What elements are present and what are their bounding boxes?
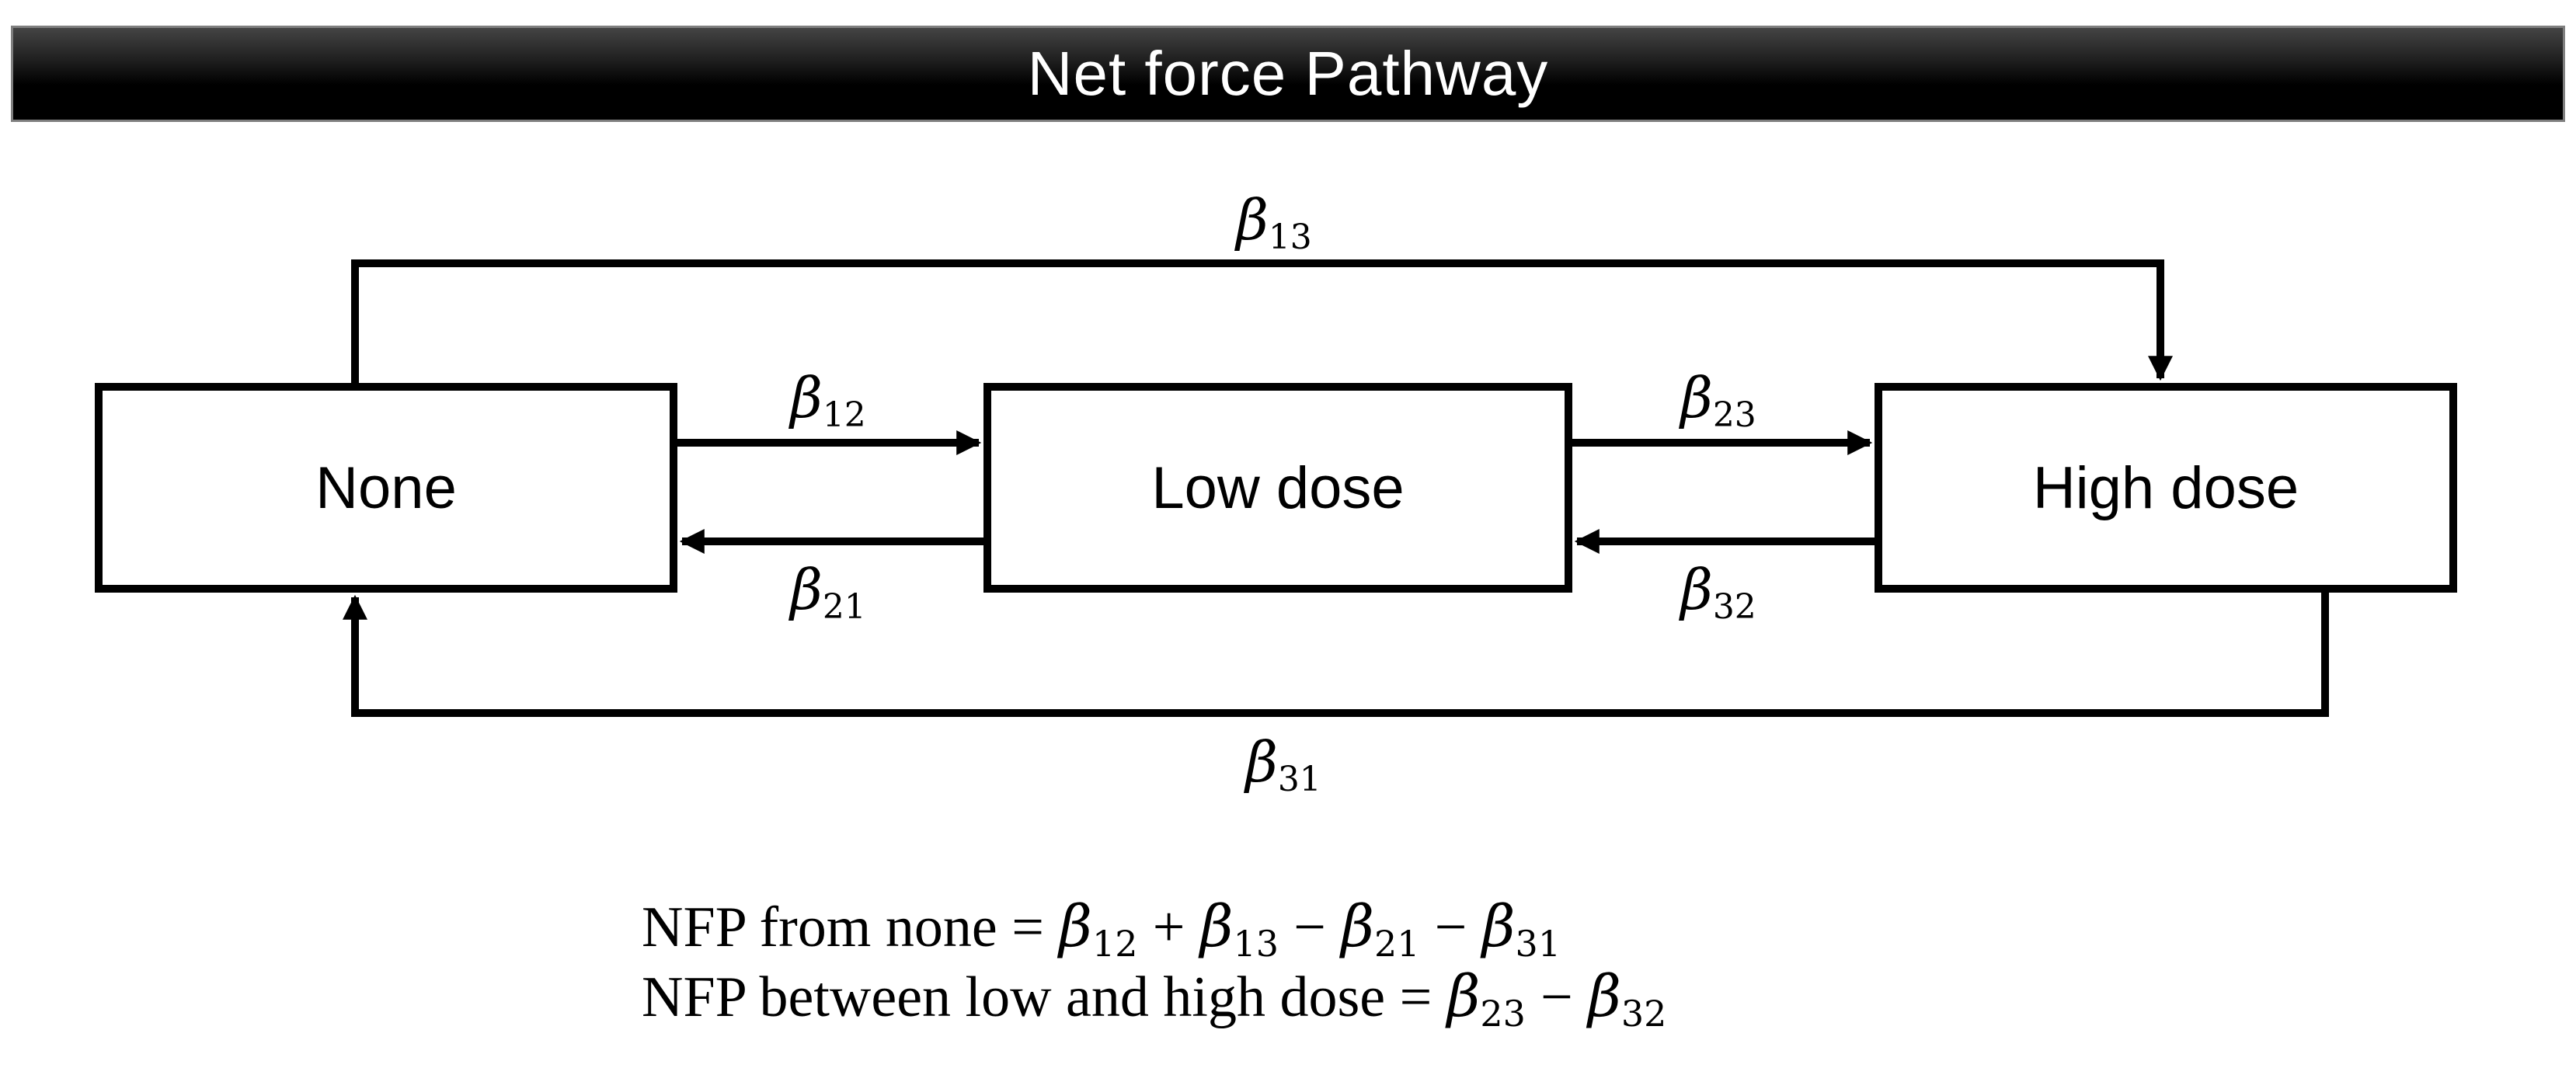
formula-term-beta13: β13 [1200, 893, 1279, 965]
beta-symbol: β [790, 364, 823, 430]
beta-symbol: β [1446, 963, 1481, 1030]
beta-subscript: 13 [1268, 217, 1312, 258]
node-low-dose: Low dose [983, 383, 1572, 593]
formula-prefix: NFP between low and high dose = [642, 965, 1432, 1029]
beta-symbol: β [1245, 729, 1278, 795]
beta-subscript: 31 [1515, 922, 1561, 965]
beta-symbol: β [1481, 893, 1516, 960]
formula-term-beta23: β23 [1447, 963, 1526, 1035]
beta-symbol: β [1680, 364, 1713, 430]
formula-term-beta21: β21 [1341, 893, 1419, 965]
beta-symbol: β [1236, 186, 1269, 252]
formula-term-beta12: β12 [1059, 893, 1137, 965]
edge-label-beta12: β12 [790, 365, 866, 435]
node-high-dose: High dose [1875, 383, 2457, 593]
edge-beta13-arrow [351, 259, 2174, 383]
formula-nfp-low-high: NFP between low and high dose = β23 − β3… [642, 963, 1666, 1035]
node-high-dose-label: High dose [2032, 454, 2299, 521]
beta-symbol: β [1588, 963, 1621, 1030]
beta-symbol: β [1680, 556, 1713, 622]
edge-label-beta13: β13 [1236, 187, 1312, 257]
beta-subscript: 23 [1712, 395, 1756, 436]
edge-beta31-arrow [342, 593, 2329, 717]
beta-subscript: 13 [1233, 922, 1279, 965]
minus-operator: − [1293, 896, 1326, 959]
beta-symbol: β [1341, 893, 1375, 960]
beta-symbol: β [1199, 893, 1234, 960]
formula-nfp-from-none: NFP from none = β12 + β13 − β21 − β31 [642, 893, 1666, 965]
beta-subscript: 12 [1091, 922, 1138, 965]
node-none-label: None [315, 454, 457, 521]
beta-symbol: β [1059, 893, 1092, 960]
node-low-dose-label: Low dose [1151, 454, 1405, 521]
edge-label-beta21: β21 [790, 557, 866, 627]
beta-subscript: 31 [1277, 760, 1321, 800]
beta-subscript: 32 [1620, 992, 1667, 1035]
edge-label-beta32: β32 [1680, 557, 1756, 627]
edge-label-beta23: β23 [1680, 365, 1756, 435]
node-none: None [95, 383, 677, 593]
title-bar: Net force Pathway [11, 26, 2565, 122]
beta-subscript: 21 [822, 587, 866, 628]
beta-subscript: 12 [822, 395, 866, 436]
formula-term-beta31: β31 [1482, 893, 1561, 965]
formula-block: NFP from none = β12 + β13 − β21 − β31 NF… [642, 893, 1666, 1035]
minus-operator: − [1434, 896, 1467, 959]
minus-operator: − [1540, 965, 1573, 1029]
edge-label-beta31: β31 [1245, 729, 1321, 799]
formula-prefix: NFP from none = [642, 896, 1044, 959]
plus-operator: + [1152, 896, 1185, 959]
beta-subscript: 23 [1480, 992, 1526, 1035]
beta-symbol: β [790, 556, 823, 622]
beta-subscript: 21 [1374, 922, 1420, 965]
beta-subscript: 32 [1712, 587, 1756, 628]
page-title: Net force Pathway [1027, 39, 1549, 108]
formula-term-beta32: β32 [1588, 963, 1666, 1035]
